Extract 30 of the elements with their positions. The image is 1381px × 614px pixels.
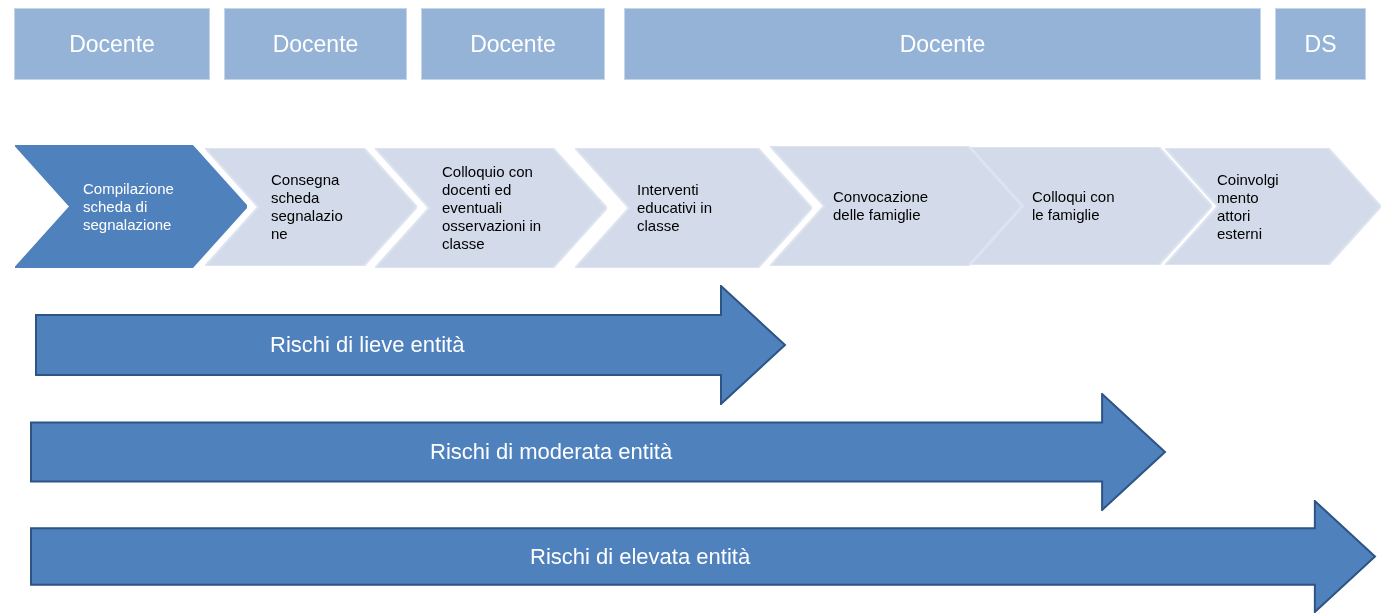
- risk-band: [35, 285, 787, 405]
- risk-label: Rischi di lieve entità: [270, 332, 465, 358]
- process-step: [15, 145, 247, 268]
- process-step: [375, 148, 607, 268]
- role-box: [624, 8, 1261, 80]
- step-label: Colloquio con docenti ed eventuali osservazioni in classe: [442, 163, 542, 253]
- step-label: Consegna scheda segnalazione: [271, 171, 344, 243]
- role-box: [1275, 8, 1366, 80]
- role-label: Docente: [899, 30, 986, 58]
- process-step: [970, 147, 1212, 265]
- step-label: Convocazione delle famiglie: [833, 188, 930, 224]
- risk-band: [30, 393, 1167, 511]
- role-box: [14, 8, 210, 80]
- role-box: [421, 8, 605, 80]
- risk-band: [30, 500, 1377, 613]
- role-label: DS: [1304, 30, 1337, 58]
- risk-label: Rischi di elevata entità: [530, 543, 751, 570]
- process-step: [770, 146, 1022, 266]
- step-label: Interventi educativi in classe: [637, 181, 714, 235]
- step-label: Colloqui con le famiglie: [1032, 188, 1116, 224]
- step-label: Compilazione scheda di segnalazione: [83, 179, 175, 234]
- step-label: Coinvolgimento attori esterni: [1217, 170, 1280, 243]
- process-step: [205, 148, 417, 266]
- risk-label: Rischi di moderata entità: [430, 439, 673, 465]
- role-label: Docente: [470, 30, 556, 58]
- process-step: [1165, 148, 1381, 265]
- process-step: [575, 148, 812, 268]
- role-box: [224, 8, 407, 80]
- role-label: Docente: [272, 30, 359, 58]
- role-label: Docente: [69, 30, 155, 58]
